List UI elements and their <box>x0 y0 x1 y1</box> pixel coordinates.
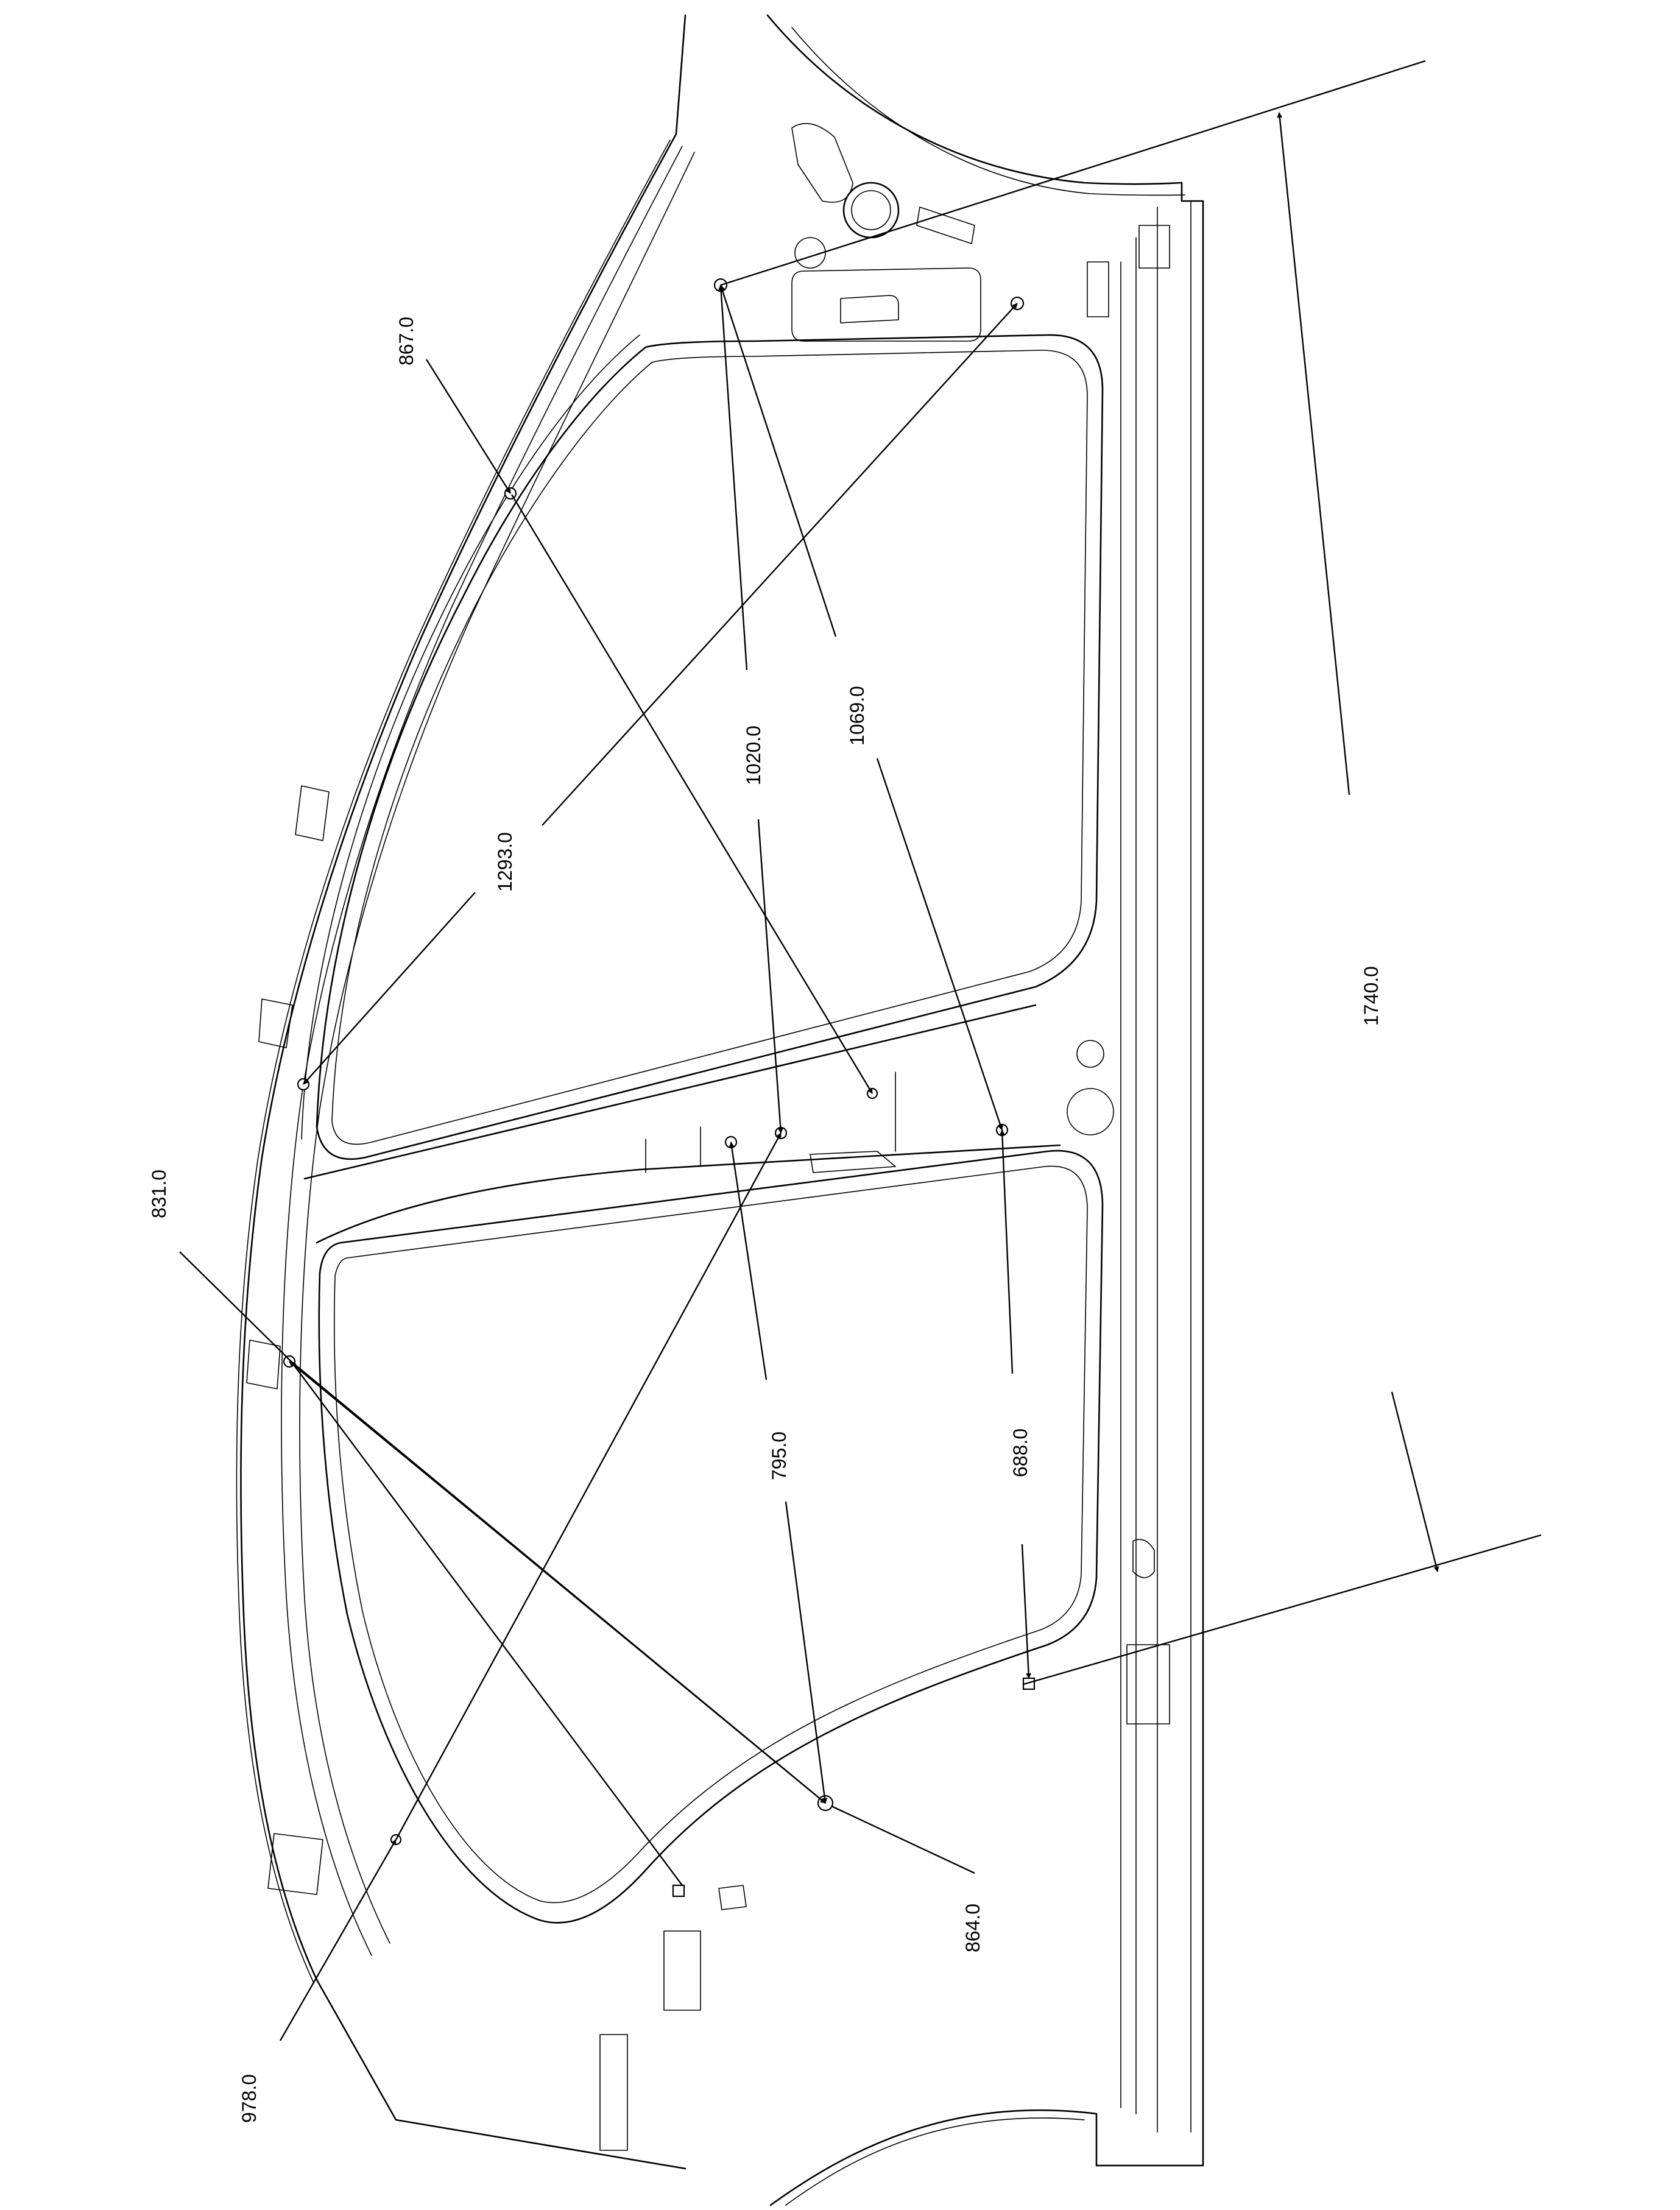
quarter-panel-cutout <box>791 123 853 203</box>
b-pillar-bracket <box>810 1151 896 1173</box>
dim-1020-line-b <box>757 819 783 1134</box>
roof-rail-band-2 <box>299 152 695 1944</box>
dim-label-795: 795.0 <box>768 1432 790 1480</box>
dim-label-867: 867.0 <box>395 317 417 365</box>
dimension-lines <box>179 60 1542 2041</box>
body-details <box>246 123 1170 2151</box>
rear-panel-hole <box>794 237 826 269</box>
outer-roof-curve-inner <box>236 139 671 1983</box>
dim-1020-line-a <box>718 284 748 671</box>
dim-864-line-a <box>291 1361 683 1886</box>
dim-label-1740: 1740.0 <box>1360 966 1382 1026</box>
dim-label-864: 864.0 <box>962 1904 984 1952</box>
sill-hole-2 <box>1067 1088 1114 1135</box>
roof-rail-band <box>281 146 683 1956</box>
dim-864-line-b <box>831 1805 975 1874</box>
dim-688-line-a <box>999 1129 1014 1374</box>
rear-bracket-slot <box>916 207 975 244</box>
front-wheel-arch-inner <box>785 2117 1085 2206</box>
dimension-labels: 867.0 1020.0 1069.0 1293.0 1740.0 831.0 … <box>148 317 1382 2123</box>
dim-1740-line-b <box>1391 1391 1439 1572</box>
rear-door-opening <box>301 334 1104 1160</box>
rocker-sill-outer <box>1095 182 1204 2167</box>
dim-label-831: 831.0 <box>148 1170 170 1218</box>
b-pillar-reinforcement <box>645 1071 896 1173</box>
dim-795-line-a <box>729 1142 768 1380</box>
b-pillar-lower-edge <box>316 1144 1061 1244</box>
dim-688-line-b <box>1021 1544 1032 1679</box>
outer-roof-curve <box>240 14 686 2170</box>
front-door-opening-inner <box>334 1165 1088 1904</box>
front-door-opening-outer <box>318 1149 1104 1924</box>
dim-1740-line-a <box>1277 112 1350 796</box>
dim-1069-line-a <box>719 284 837 637</box>
rear-panel-recess <box>791 267 981 342</box>
rear-door-opening-inner <box>331 350 1088 1145</box>
front-panel-slot <box>1132 1539 1155 1578</box>
a-pillar-emboss <box>267 1833 323 1895</box>
dim-867-line-b <box>510 494 874 1094</box>
roof-emboss-2 <box>258 998 293 1048</box>
rear-wheel-arch-inner <box>791 27 1185 196</box>
dim-1740-ext-top <box>720 60 1426 286</box>
dim-1293-line-a <box>542 303 1018 826</box>
dim-label-1069: 1069.0 <box>846 686 868 746</box>
dim-1069-line-b <box>876 758 1003 1131</box>
dim-831-line-c <box>289 1361 826 1804</box>
dim-1740-ext-bottom <box>1023 1534 1542 1686</box>
dim-label-1020: 1020.0 <box>743 725 764 785</box>
front-wheel-arch <box>769 2109 1098 2206</box>
dim-1293-line-b <box>303 892 476 1085</box>
latch-bracket <box>1138 225 1170 269</box>
rear-door-flange <box>301 334 640 1140</box>
sill-hole-1 <box>1076 1040 1104 1068</box>
dim-795-line-b <box>785 1501 828 1804</box>
measurement-points <box>283 278 1036 1898</box>
dim-978-line-b <box>279 1839 397 2041</box>
dim-978-line-a <box>395 1132 782 1840</box>
hinge-pocket <box>1087 261 1109 317</box>
front-sill-pocket <box>1126 1644 1170 1725</box>
point-front-bracket <box>672 1884 685 1898</box>
dim-label-688: 688.0 <box>1009 1428 1031 1477</box>
b-pillar <box>303 1004 1061 1244</box>
front-door-opening <box>318 1149 1104 1924</box>
dim-label-1293: 1293.0 <box>494 832 516 892</box>
dim-label-978: 978.0 <box>238 2074 260 2123</box>
dim-867-line-a <box>425 359 512 494</box>
roof-emboss-3 <box>246 1340 281 1389</box>
rear-wheel-arch <box>766 14 1183 185</box>
roof-emboss-1 <box>295 785 330 841</box>
front-panel-recess-2 <box>599 2034 628 2151</box>
front-bracket <box>718 1885 747 1910</box>
fuel-filler-ring-inner <box>851 190 891 230</box>
dim-831-line <box>179 1251 292 1362</box>
body-side-outline <box>236 14 1204 2206</box>
rear-door-opening-outer <box>316 334 1104 1160</box>
rear-panel-pad <box>840 295 899 323</box>
b-pillar-upper-edge <box>303 1004 1037 1180</box>
front-panel-recess <box>663 1930 701 2011</box>
